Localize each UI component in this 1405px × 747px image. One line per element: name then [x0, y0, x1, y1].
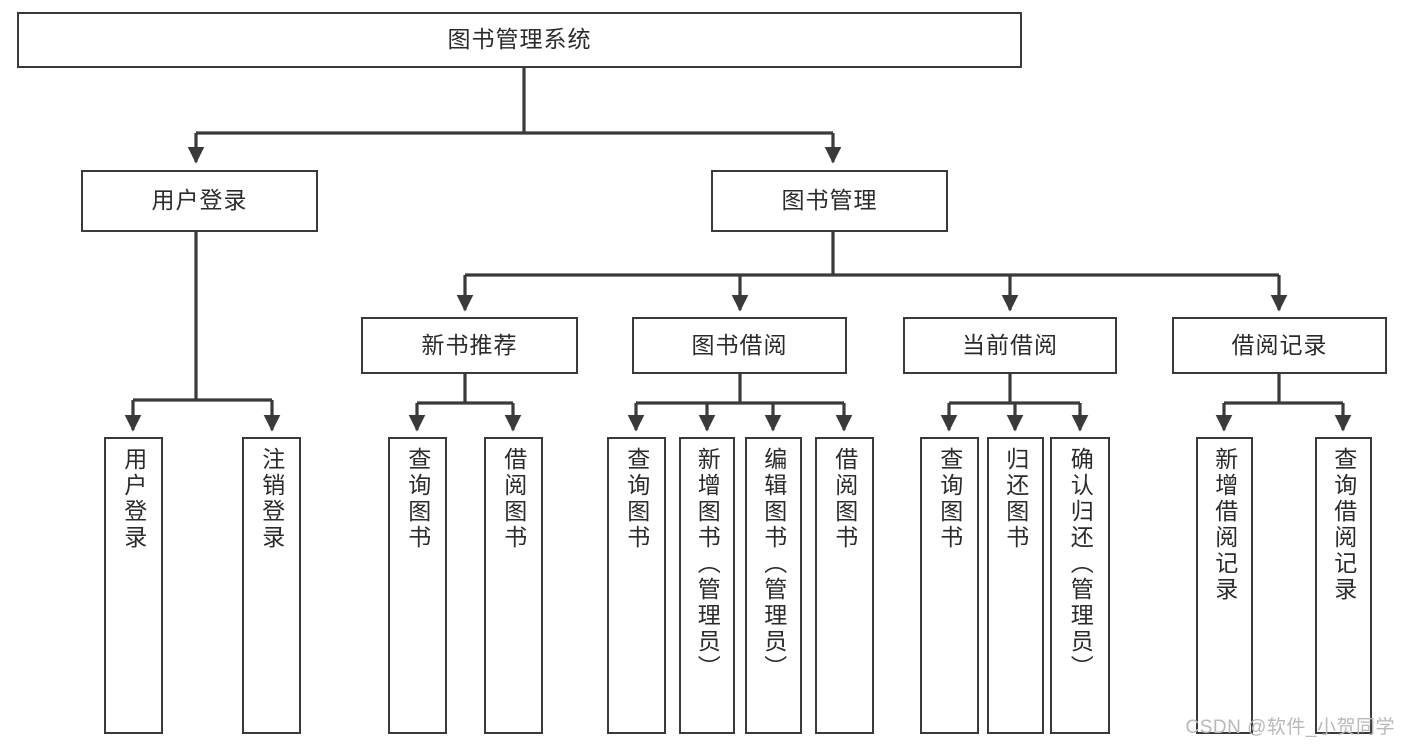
leaf-user-login-label: 用户登录: [120, 447, 147, 551]
leaf-confirm-return-admin-label: 确认归还（管理员）: [1067, 447, 1094, 681]
leaf-query-books-current-label: 查询图书: [936, 447, 963, 551]
leaf-logout[interactable]: 注销登录: [242, 437, 301, 734]
leaf-return-books[interactable]: 归还图书: [987, 437, 1044, 734]
leaf-add-book-admin-label: 新增图书（管理员）: [694, 447, 721, 681]
leaf-query-books-current[interactable]: 查询图书: [920, 437, 979, 734]
node-book-management-label: 图书管理: [781, 187, 878, 214]
leaf-logout-label: 注销登录: [258, 447, 285, 551]
leaf-edit-book-admin-label: 编辑图书（管理员）: [760, 447, 787, 681]
node-borrow-record-label: 借阅记录: [1231, 331, 1328, 358]
leaf-borrow-books-recommend-label: 借阅图书: [500, 447, 527, 551]
node-book-management[interactable]: 图书管理: [711, 170, 948, 232]
leaf-add-borrow-record[interactable]: 新增借阅记录: [1196, 437, 1253, 734]
leaf-query-books-borrow-label: 查询图书: [623, 447, 650, 551]
node-new-book-recommend-label: 新书推荐: [421, 331, 518, 358]
leaf-add-book-admin[interactable]: 新增图书（管理员）: [679, 437, 735, 734]
leaf-confirm-return-admin[interactable]: 确认归还（管理员）: [1050, 437, 1110, 734]
leaf-user-login[interactable]: 用户登录: [104, 437, 163, 734]
node-user-login-label: 用户登录: [151, 187, 248, 214]
leaf-query-books-recommend-label: 查询图书: [404, 447, 431, 551]
node-current-borrow-label: 当前借阅: [962, 331, 1058, 358]
leaf-query-borrow-record[interactable]: 查询借阅记录: [1315, 437, 1372, 734]
leaf-borrow-books[interactable]: 借阅图书: [815, 437, 874, 734]
leaf-borrow-books-label: 借阅图书: [831, 447, 858, 551]
node-book-borrow[interactable]: 图书借阅: [632, 317, 847, 374]
node-borrow-record[interactable]: 借阅记录: [1172, 317, 1387, 374]
node-user-login[interactable]: 用户登录: [81, 170, 318, 232]
node-new-book-recommend[interactable]: 新书推荐: [361, 317, 578, 374]
node-root[interactable]: 图书管理系统: [17, 12, 1022, 68]
csdn-watermark: CSDN @软件_小贺同学: [1185, 717, 1395, 738]
leaf-add-borrow-record-label: 新增借阅记录: [1211, 447, 1238, 603]
leaf-query-books-borrow[interactable]: 查询图书: [607, 437, 666, 734]
leaf-query-borrow-record-label: 查询借阅记录: [1330, 447, 1357, 603]
leaf-query-books-recommend[interactable]: 查询图书: [388, 437, 447, 734]
leaf-return-books-label: 归还图书: [1002, 447, 1029, 551]
node-current-borrow[interactable]: 当前借阅: [903, 317, 1117, 374]
leaf-borrow-books-recommend[interactable]: 借阅图书: [484, 437, 543, 734]
leaf-edit-book-admin[interactable]: 编辑图书（管理员）: [745, 437, 802, 734]
node-root-label: 图书管理系统: [447, 26, 592, 53]
node-book-borrow-label: 图书借阅: [691, 331, 788, 358]
